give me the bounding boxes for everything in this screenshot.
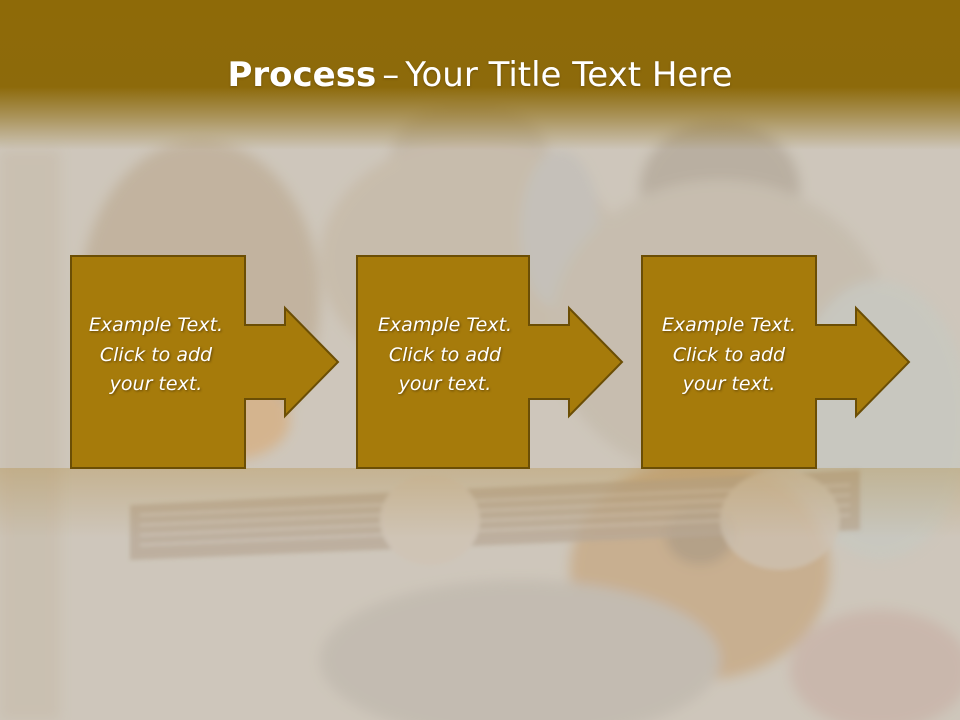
step-1-line-3: your text. [109, 373, 203, 395]
title-bold: Process [227, 55, 377, 95]
step-3-line-2: Click to add [672, 343, 786, 366]
reflection [0, 468, 960, 538]
title-dash: – [382, 55, 400, 95]
process-step-1-text[interactable]: Example Text. Click to add your text. [72, 311, 240, 400]
process-step-3-text[interactable]: Example Text. Click to add your text. [645, 311, 813, 400]
title-rest: Your Title Text Here [405, 55, 733, 95]
process-step-3-shape[interactable] [641, 255, 931, 470]
step-1-line-2: Click to add [99, 343, 213, 366]
arrow-right-icon [641, 255, 911, 469]
arrow-right-icon [356, 255, 624, 469]
step-1-line-1: Example Text. [88, 314, 224, 336]
arrow-right-icon [70, 255, 340, 469]
title-band [0, 0, 960, 150]
step-3-line-3: your text. [682, 373, 776, 395]
process-step-2-shape[interactable] [356, 255, 646, 470]
slide-title[interactable]: Process–Your Title Text Here [0, 52, 960, 98]
step-2-line-2: Click to add [388, 343, 502, 366]
step-2-line-3: your text. [398, 373, 492, 395]
process-step-1-shape[interactable] [70, 255, 360, 470]
step-2-line-1: Example Text. [377, 314, 513, 336]
step-3-line-1: Example Text. [661, 314, 797, 336]
process-step-2-text[interactable]: Example Text. Click to add your text. [361, 311, 529, 400]
